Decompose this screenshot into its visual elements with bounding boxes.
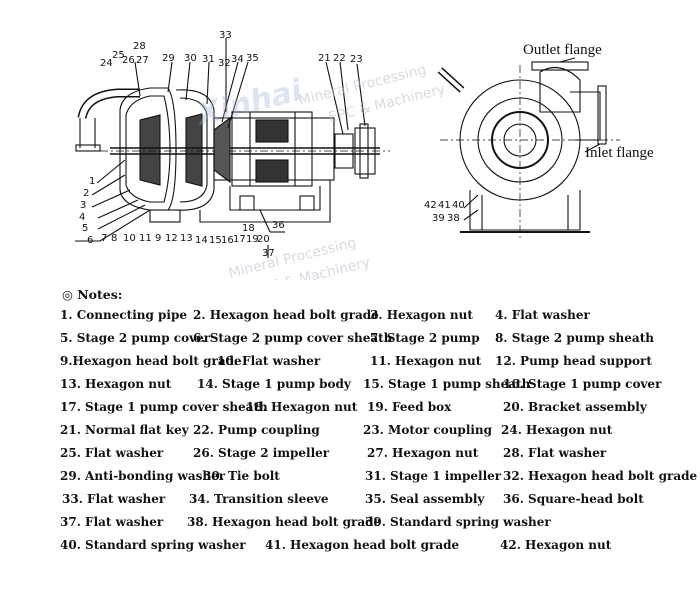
callout: 14 <box>195 235 208 246</box>
callout: 39 <box>432 213 445 224</box>
part-item: 35. Seal assembly <box>365 492 485 506</box>
part-item: 30. Tie bolt <box>203 469 280 483</box>
callout: 9 <box>155 233 161 244</box>
callout: 7 <box>101 233 107 244</box>
part-item: 13. Hexagon nut <box>60 377 172 391</box>
callout: 27 <box>136 55 149 66</box>
pump-assembly-drawing: Mineral Processing EPC & Machinery Xinha… <box>75 30 654 280</box>
part-item: 11. Hexagon nut <box>370 354 482 368</box>
callout: 21 <box>318 53 331 64</box>
callout: 18 <box>242 223 255 234</box>
part-item: 21. Normal flat key <box>60 423 189 437</box>
inlet-flange-label: Inlet flange <box>585 145 654 161</box>
part-item: 33. Flat washer <box>62 492 166 506</box>
callout: 32 <box>218 58 231 69</box>
callout: 41 <box>438 200 451 211</box>
part-item: 26. Stage 2 impeller <box>193 446 330 460</box>
part-item: 23. Motor coupling <box>363 423 493 437</box>
callout: 16 <box>221 235 234 246</box>
part-item: 6. Stage 2 pump cover sheath <box>193 331 393 345</box>
side-section-view <box>75 38 390 258</box>
part-item: 5. Stage 2 pump cover <box>60 331 211 345</box>
callout: 38 <box>447 213 460 224</box>
callout: 36 <box>272 220 285 231</box>
part-item: 37. Flat washer <box>60 515 164 529</box>
part-item: 39. Standard spring washer <box>365 515 551 529</box>
callout: 19 <box>246 234 259 245</box>
part-item: 10. Flat washer <box>217 354 321 368</box>
part-item: 31. Stage 1 impeller <box>365 469 502 483</box>
callout: 2 <box>83 188 89 199</box>
part-item: 25. Flat washer <box>60 446 164 460</box>
part-item: 20. Bracket assembly <box>503 400 647 414</box>
callout: 28 <box>133 41 146 52</box>
callout: 12 <box>165 233 178 244</box>
callout: 35 <box>246 53 259 64</box>
callout: 11 <box>139 233 152 244</box>
part-item: 8. Stage 2 pump sheath <box>495 331 654 345</box>
part-item: 7. Stage 2 pump <box>370 331 480 345</box>
part-item: 42. Hexagon nut <box>500 538 612 552</box>
callout: 37 <box>262 248 275 259</box>
watermark-brand: Xinhai <box>192 73 307 133</box>
callout: 42 <box>424 200 437 211</box>
callout: 33 <box>219 30 232 41</box>
callout: 23 <box>350 54 363 65</box>
part-item: 22. Pump coupling <box>193 423 320 437</box>
callout: 30 <box>184 53 197 64</box>
part-item: 17. Stage 1 pump cover sheath <box>60 400 268 414</box>
callout: 26 <box>122 55 135 66</box>
part-item: 29. Anti-bonding washer <box>60 469 226 483</box>
part-item: 1. Connecting pipe <box>60 308 188 322</box>
part-item: 12. Pump head support <box>495 354 652 368</box>
callout: 40 <box>452 200 465 211</box>
part-item: 9.Hexagon head bolt grade <box>60 354 242 368</box>
outlet-flange-label: Outlet flange <box>523 42 602 58</box>
callout: 29 <box>162 53 175 64</box>
part-item: 19. Feed box <box>367 400 452 414</box>
part-item: 16. Stage 1 pump cover <box>503 377 662 391</box>
callout: 15 <box>209 235 222 246</box>
part-item: 15. Stage 1 pump sheath <box>363 377 531 391</box>
notes-title: ◎ Notes: <box>62 287 123 302</box>
part-item: 14. Stage 1 pump body <box>197 377 351 391</box>
part-item: 34. Transition sleeve <box>189 492 329 506</box>
part-item: 18. Hexagon nut <box>246 400 358 414</box>
part-item: 40. Standard spring washer <box>60 538 246 552</box>
callout: 22 <box>333 53 346 64</box>
callout: 4 <box>79 212 85 223</box>
callout: 31 <box>202 54 215 65</box>
part-item: 3. Hexagon nut <box>370 308 473 322</box>
callouts: 1 2 3 4 5 6 7 8 9 10 11 12 13 14 15 16 1… <box>79 30 465 259</box>
callout: 1 <box>89 176 95 187</box>
callout: 13 <box>180 233 193 244</box>
part-item: 32. Hexagon head bolt grade <box>503 469 698 483</box>
callout: 3 <box>80 200 86 211</box>
callout: 5 <box>82 223 88 234</box>
part-item: 4. Flat washer <box>495 308 590 322</box>
callout: 10 <box>123 233 136 244</box>
callout: 20 <box>257 234 270 245</box>
callout: 17 <box>233 234 246 245</box>
part-item: 27. Hexagon nut <box>367 446 479 460</box>
callout: 25 <box>112 50 125 61</box>
part-item: 28. Flat washer <box>503 446 607 460</box>
part-item: 2. Hexagon head bolt grade <box>193 308 379 322</box>
part-item: 41. Hexagon head bolt grade <box>265 538 460 552</box>
part-item: 24. Hexagon nut <box>501 423 613 437</box>
callout: 8 <box>111 233 117 244</box>
front-view <box>437 57 620 240</box>
callout: 6 <box>87 235 93 246</box>
callout: 34 <box>231 54 244 65</box>
callout: 24 <box>100 58 113 69</box>
part-item: 36. Square-head bolt <box>503 492 644 506</box>
part-item: 38. Hexagon head bolt grade <box>187 515 382 529</box>
